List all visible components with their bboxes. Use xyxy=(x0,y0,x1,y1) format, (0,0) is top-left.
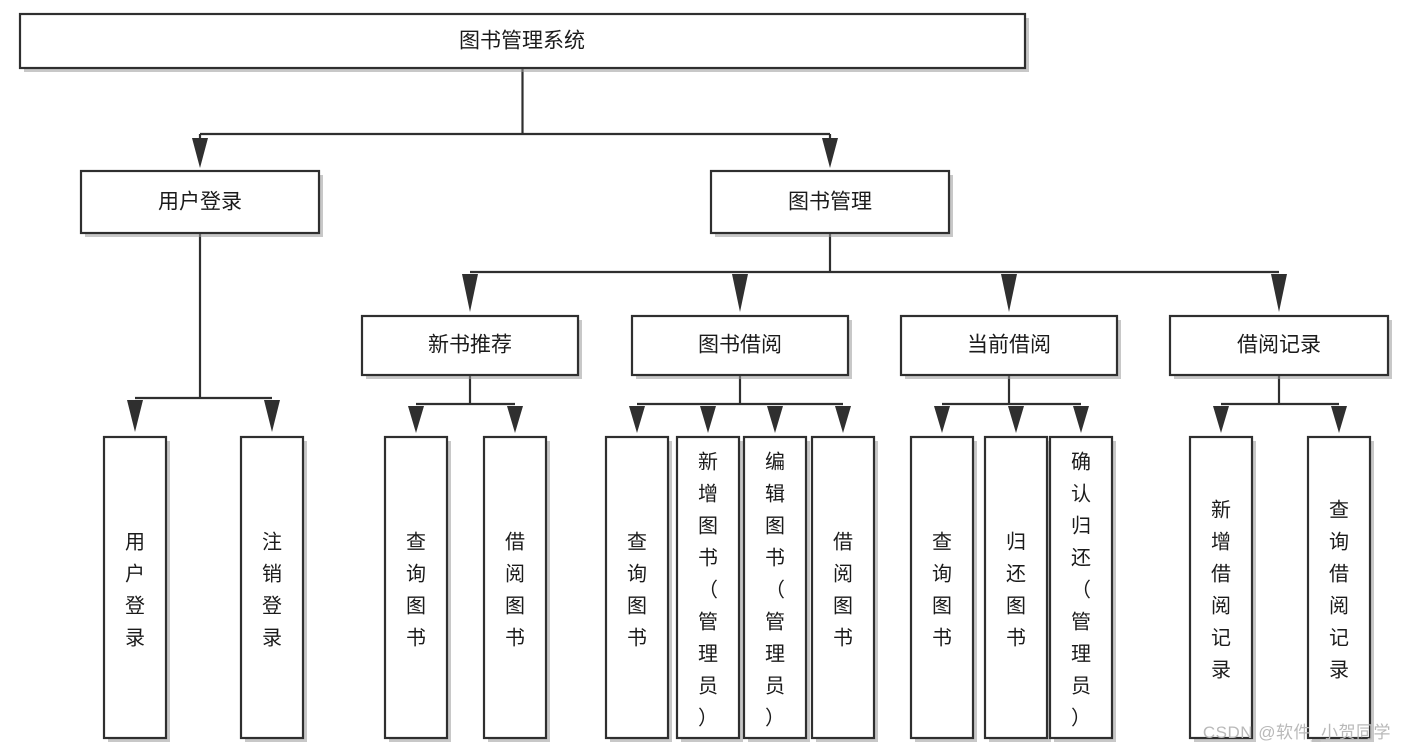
watermark-label: CSDN @软件_小贺同学 xyxy=(1202,723,1391,742)
node-leaf-query-book-3-box[interactable] xyxy=(909,435,975,740)
node-book-mgmt-box[interactable] xyxy=(709,169,951,235)
arrow-head-book-mgmt xyxy=(822,138,838,168)
node-leaf-query-record-label: 查询借阅记录 xyxy=(1329,498,1349,681)
node-leaf-borrow-book-2[interactable]: 借阅图书 xyxy=(810,435,878,742)
node-leaf-query-book-2[interactable]: 查询图书 xyxy=(604,435,672,742)
node-root[interactable]: 图书管理系统 xyxy=(18,12,1029,72)
node-leaf-confirm-return-box[interactable] xyxy=(1048,435,1114,740)
node-leaf-borrow-book-2-label: 借阅图书 xyxy=(833,530,853,649)
node-leaf-add-record-box[interactable] xyxy=(1188,435,1254,740)
node-user-login[interactable]: 用户登录 xyxy=(79,169,323,237)
node-leaf-edit-book-box[interactable] xyxy=(742,435,808,740)
node-leaf-logout-label: 注销登录 xyxy=(262,530,282,649)
node-borrow-record-label: 借阅记录 xyxy=(1237,334,1321,357)
node-new-book-rec[interactable]: 新书推荐 xyxy=(360,314,582,379)
node-leaf-query-book-2-box[interactable] xyxy=(604,435,670,740)
node-leaf-add-record[interactable]: 新增借阅记录 xyxy=(1188,435,1256,742)
node-leaf-borrow-book-1-box[interactable] xyxy=(482,435,548,740)
node-leaf-confirm-return[interactable]: 确认归还（管理员） xyxy=(1048,435,1116,742)
arrow-head-new-book-rec xyxy=(462,274,478,312)
node-leaf-edit-book-label: 编辑图书（管理员） xyxy=(765,450,785,729)
node-leaf-edit-book[interactable]: 编辑图书（管理员） xyxy=(742,435,810,742)
node-leaf-query-book-2-label: 查询图书 xyxy=(627,530,647,649)
arrow-head-leaf-query-book-2 xyxy=(629,406,645,433)
arrow-head-leaf-query-book-1 xyxy=(408,406,424,433)
node-new-book-rec-label: 新书推荐 xyxy=(428,334,512,357)
node-current-borrow[interactable]: 当前借阅 xyxy=(899,314,1121,379)
node-borrow-record[interactable]: 借阅记录 xyxy=(1168,314,1392,379)
node-leaf-add-book-label: 新增图书（管理员） xyxy=(698,450,718,729)
node-book-borrow[interactable]: 图书借阅 xyxy=(630,314,852,379)
node-borrow-record-box[interactable] xyxy=(1168,314,1390,377)
node-leaf-query-record[interactable]: 查询借阅记录 xyxy=(1306,435,1374,742)
node-leaf-query-book-3-label: 查询图书 xyxy=(932,530,952,649)
node-new-book-rec-box[interactable] xyxy=(360,314,580,377)
arrow-head-leaf-logout xyxy=(264,400,280,432)
node-leaf-query-book-1-box[interactable] xyxy=(383,435,449,740)
node-leaf-add-book-box[interactable] xyxy=(675,435,741,740)
node-leaf-logout-box[interactable] xyxy=(239,435,305,740)
node-user-login-box[interactable] xyxy=(79,169,321,235)
node-leaf-return-book-label: 归还图书 xyxy=(1006,530,1026,649)
node-leaf-confirm-return-label: 确认归还（管理员） xyxy=(1071,450,1091,729)
node-book-mgmt[interactable]: 图书管理 xyxy=(709,169,953,237)
node-leaf-borrow-book-2-box[interactable] xyxy=(810,435,876,740)
node-root-box[interactable] xyxy=(18,12,1027,70)
node-leaf-query-book-1[interactable]: 查询图书 xyxy=(383,435,451,742)
node-leaf-user-login-box[interactable] xyxy=(102,435,168,740)
node-root-label: 图书管理系统 xyxy=(459,30,585,53)
node-leaf-user-login[interactable]: 用户登录 xyxy=(102,435,170,742)
arrow-head-borrow-record xyxy=(1271,274,1287,312)
connector-layer xyxy=(127,68,1347,433)
node-leaf-return-book-box[interactable] xyxy=(983,435,1049,740)
leaf-node-layer: 用户登录 注销登录 查询图书 借阅图书 查询图书 新增图书（管理员） 编辑图书（管理员） 借阅… xyxy=(102,435,1374,742)
arrow-head-leaf-borrow-book-1 xyxy=(507,406,523,433)
arrow-head-leaf-add-book xyxy=(700,406,716,433)
node-leaf-query-book-1-label: 查询图书 xyxy=(406,530,426,649)
arrow-head-current-borrow xyxy=(1001,274,1017,312)
arrow-head-leaf-return-book xyxy=(1008,406,1024,433)
node-leaf-user-login-label: 用户登录 xyxy=(125,531,145,649)
arrow-head-leaf-query-record xyxy=(1331,406,1347,433)
node-leaf-borrow-book-1-label: 借阅图书 xyxy=(505,530,525,649)
node-leaf-add-book[interactable]: 新增图书（管理员） xyxy=(675,435,743,742)
node-leaf-add-record-label: 新增借阅记录 xyxy=(1211,498,1231,681)
arrow-head-leaf-edit-book xyxy=(767,406,783,433)
node-leaf-query-book-3[interactable]: 查询图书 xyxy=(909,435,977,742)
arrow-head-leaf-confirm-return xyxy=(1073,406,1089,433)
arrow-head-book-borrow xyxy=(732,274,748,312)
arrow-head-leaf-add-record xyxy=(1213,406,1229,433)
arrow-head-leaf-query-book-3 xyxy=(934,406,950,433)
node-leaf-borrow-book-1[interactable]: 借阅图书 xyxy=(482,435,550,742)
node-current-borrow-label: 当前借阅 xyxy=(967,334,1051,357)
arrow-head-leaf-borrow-book-2 xyxy=(835,406,851,433)
arrow-head-leaf-user-login xyxy=(127,400,143,432)
node-leaf-return-book[interactable]: 归还图书 xyxy=(983,435,1051,742)
node-leaf-logout[interactable]: 注销登录 xyxy=(239,435,307,742)
arrow-head-user-login xyxy=(192,138,208,168)
node-book-borrow-box[interactable] xyxy=(630,314,850,377)
node-book-borrow-label: 图书借阅 xyxy=(698,334,782,357)
node-leaf-query-record-box[interactable] xyxy=(1306,435,1372,740)
node-book-mgmt-label: 图书管理 xyxy=(788,191,872,214)
node-current-borrow-box[interactable] xyxy=(899,314,1119,377)
node-user-login-label: 用户登录 xyxy=(158,191,242,214)
